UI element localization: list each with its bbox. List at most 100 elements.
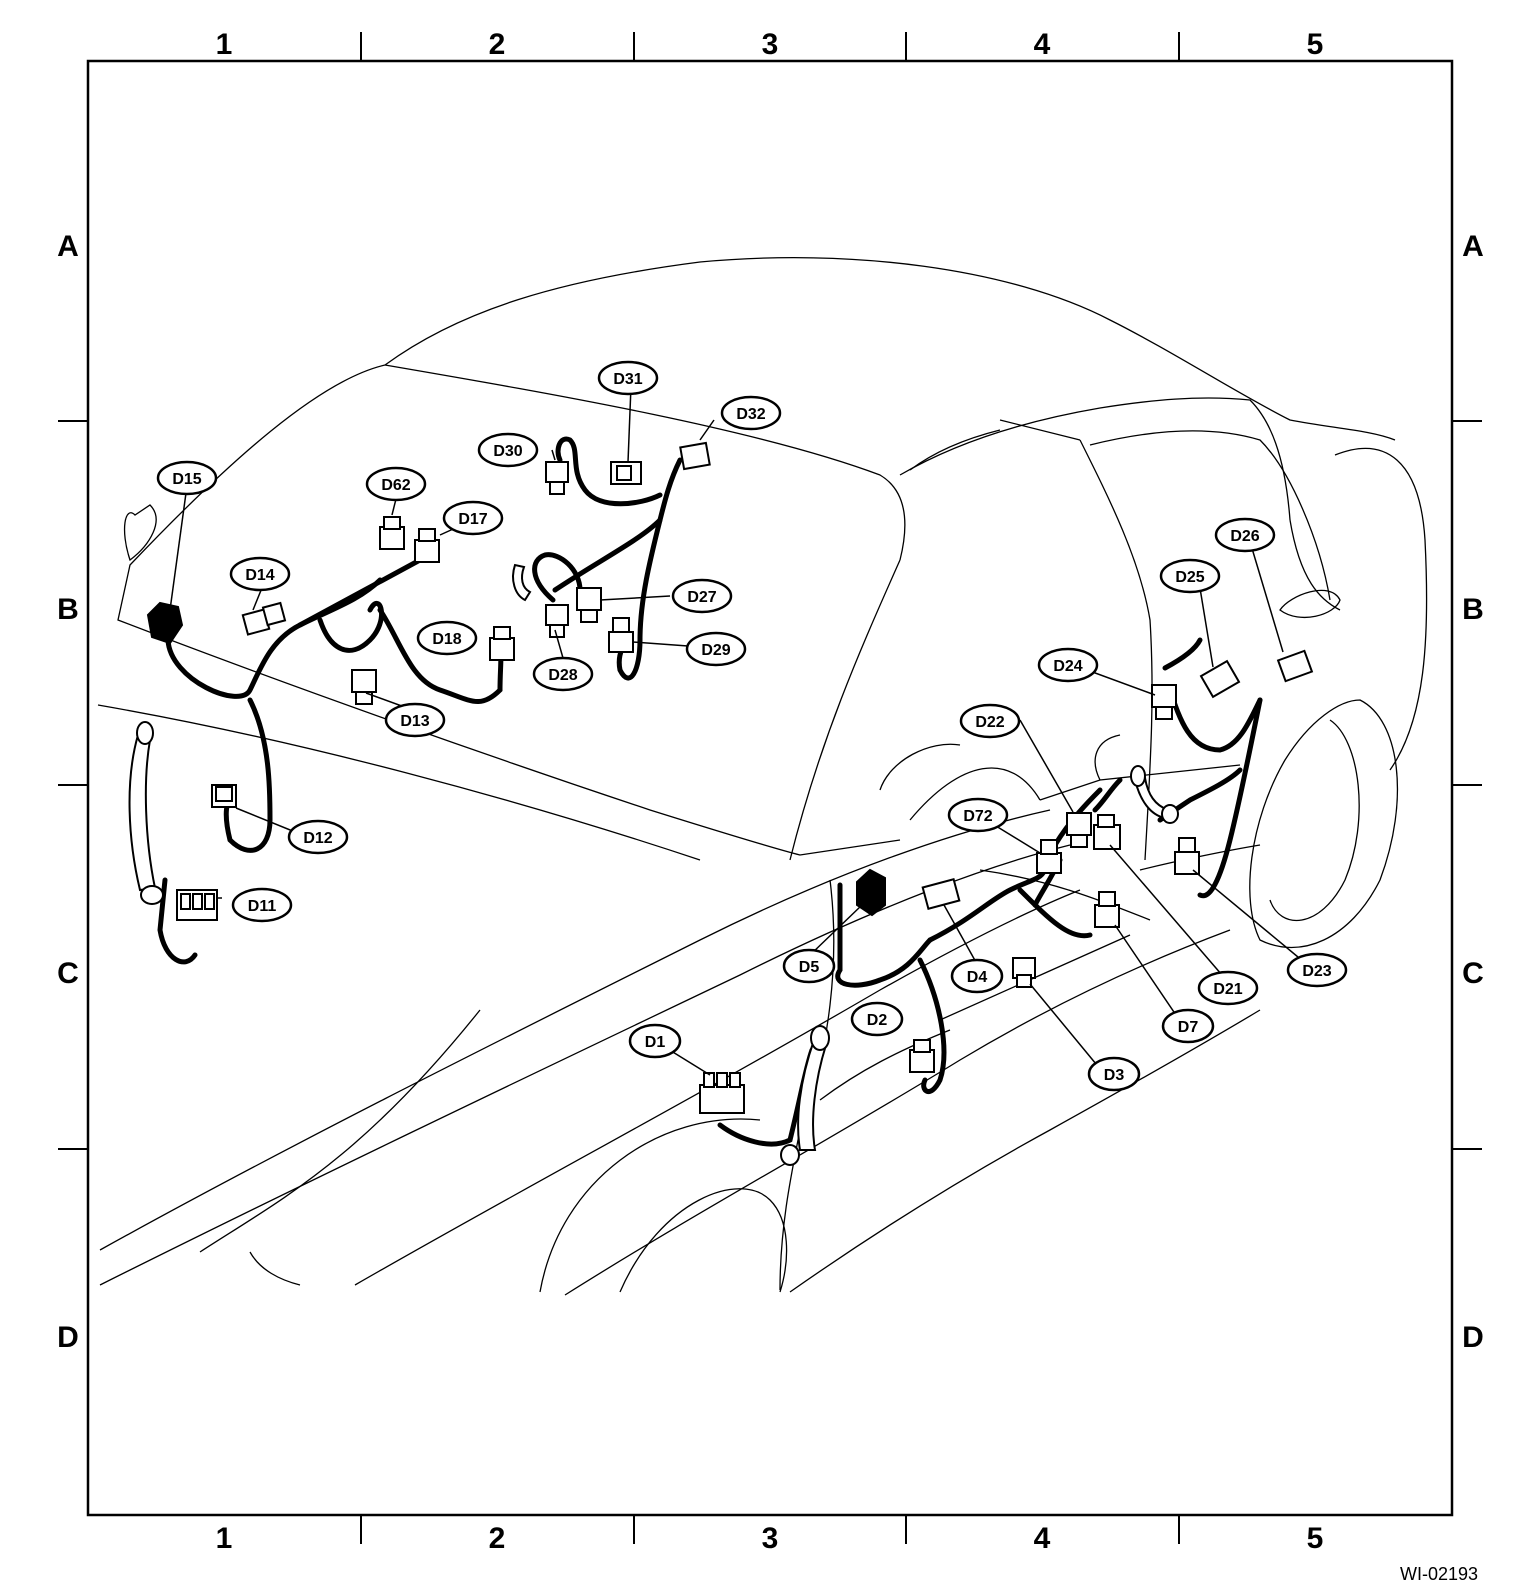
- callout-label: D5: [799, 959, 820, 976]
- callout-oval: [416, 620, 478, 656]
- connector-callout-d72: D72: [947, 797, 1009, 833]
- callout-oval: [365, 466, 427, 502]
- callout-oval: [1037, 647, 1099, 683]
- callout-label: D31: [613, 371, 642, 388]
- connector-d3-body: [1012, 957, 1036, 988]
- callout-label: D15: [172, 471, 201, 488]
- connector-callout-d7: D7: [1161, 1008, 1215, 1044]
- callout-label: D26: [1230, 528, 1259, 545]
- connector-d1-body: [699, 1072, 745, 1114]
- callout-label: D24: [1053, 658, 1082, 675]
- figure-code: WI-02193: [1400, 1564, 1478, 1584]
- callout-oval: [442, 500, 504, 536]
- connector-callout-d29: D29: [685, 631, 747, 667]
- connector-callout-d12: D12: [287, 819, 349, 855]
- callout-oval: [597, 360, 659, 396]
- connector-d23-body: [1174, 837, 1200, 875]
- connector-callout-d21: D21: [1197, 970, 1259, 1006]
- connector-callout-d25: D25: [1159, 558, 1221, 594]
- callout-oval: [947, 797, 1009, 833]
- connector-callout-d18: D18: [416, 620, 478, 656]
- connector-d18-body: [489, 626, 515, 661]
- connector-callout-d32: D32: [720, 395, 782, 431]
- connector-d7-body: [1094, 891, 1120, 928]
- callout-oval: [287, 819, 349, 855]
- callout-label: D72: [963, 808, 992, 825]
- column-dividers: [360, 32, 1180, 1544]
- connector-d25-body: [1199, 659, 1241, 699]
- row-label-left: A: [57, 230, 79, 263]
- row-dividers: [58, 420, 1482, 1150]
- callout-label: D21: [1213, 981, 1242, 998]
- row-label-left: C: [57, 957, 79, 990]
- connector-d11-body: [176, 889, 218, 921]
- connector-callout-d23: D23: [1286, 952, 1348, 988]
- connector-callout-d27: D27: [671, 578, 733, 614]
- callout-oval: [685, 631, 747, 667]
- callout-oval: [959, 703, 1021, 739]
- column-label-top: 1: [216, 28, 233, 61]
- callout-label: D17: [458, 511, 487, 528]
- connector-d24-body: [1151, 684, 1177, 720]
- callout-oval: [229, 556, 291, 592]
- connector-d31-body: [610, 461, 642, 485]
- connector-d2-body: [909, 1039, 935, 1073]
- connector-callout-d13: D13: [384, 702, 446, 738]
- callout-oval: [782, 948, 836, 984]
- connector-callout-d62: D62: [365, 466, 427, 502]
- connector-callout-d31: D31: [597, 360, 659, 396]
- column-label-bottom: 5: [1307, 1522, 1324, 1555]
- connector-d30-body: [545, 461, 569, 495]
- callout-label: D14: [245, 567, 274, 584]
- connector-callout-d24: D24: [1037, 647, 1099, 683]
- callout-oval: [671, 578, 733, 614]
- callout-oval: [477, 432, 539, 468]
- column-label-top: 5: [1307, 28, 1324, 61]
- callout-label: D25: [1175, 569, 1204, 586]
- connector-d62-body: [379, 516, 405, 550]
- connector-callout-d2: D2: [850, 1001, 904, 1037]
- connector-callout-d4: D4: [950, 958, 1004, 994]
- connector-d4-body: [921, 878, 961, 910]
- callout-oval: [1159, 558, 1221, 594]
- callout-label: D30: [493, 443, 522, 460]
- callout-label: D3: [1104, 1067, 1125, 1084]
- connector-callout-d26: D26: [1214, 517, 1276, 553]
- callout-label: D1: [645, 1034, 666, 1051]
- callout-oval: [720, 395, 782, 431]
- callout-oval: [1197, 970, 1259, 1006]
- callout-oval: [628, 1023, 682, 1059]
- connector-d22-body: [1066, 812, 1092, 848]
- leader-lines: [169, 385, 1305, 1076]
- connector-callout-d22: D22: [959, 703, 1021, 739]
- callout-oval: [850, 1001, 904, 1037]
- callout-label: D13: [400, 713, 429, 730]
- callout-label: D4: [967, 969, 988, 986]
- column-label-top: 2: [489, 28, 506, 61]
- connector-d21-body: [1093, 814, 1121, 850]
- column-label-bottom: 1: [216, 1522, 233, 1555]
- callout-label: D7: [1178, 1019, 1199, 1036]
- connector-callout-d15: D15: [156, 460, 218, 496]
- column-label-top: 4: [1034, 28, 1051, 61]
- connector-callout-d30: D30: [477, 432, 539, 468]
- connector-callout-d1: D1: [628, 1023, 682, 1059]
- row-label-right: C: [1462, 957, 1484, 990]
- callout-label: D11: [248, 898, 277, 915]
- callout-oval: [231, 887, 293, 923]
- callout-label: D62: [381, 477, 410, 494]
- column-label-bottom: 3: [762, 1522, 779, 1555]
- row-label-left: B: [57, 593, 79, 626]
- connector-d32-body: [679, 441, 711, 471]
- callout-oval: [532, 656, 594, 692]
- callout-oval: [156, 460, 218, 496]
- callout-oval: [1286, 952, 1348, 988]
- row-label-right: D: [1462, 1321, 1484, 1354]
- row-label-right: B: [1462, 593, 1484, 626]
- callout-label: D32: [736, 406, 765, 423]
- column-label-bottom: 2: [489, 1522, 506, 1555]
- column-label-top: 3: [762, 28, 779, 61]
- connector-d27-body: [576, 587, 602, 623]
- row-label-right: A: [1462, 230, 1484, 263]
- connector-d15-body: [146, 601, 184, 645]
